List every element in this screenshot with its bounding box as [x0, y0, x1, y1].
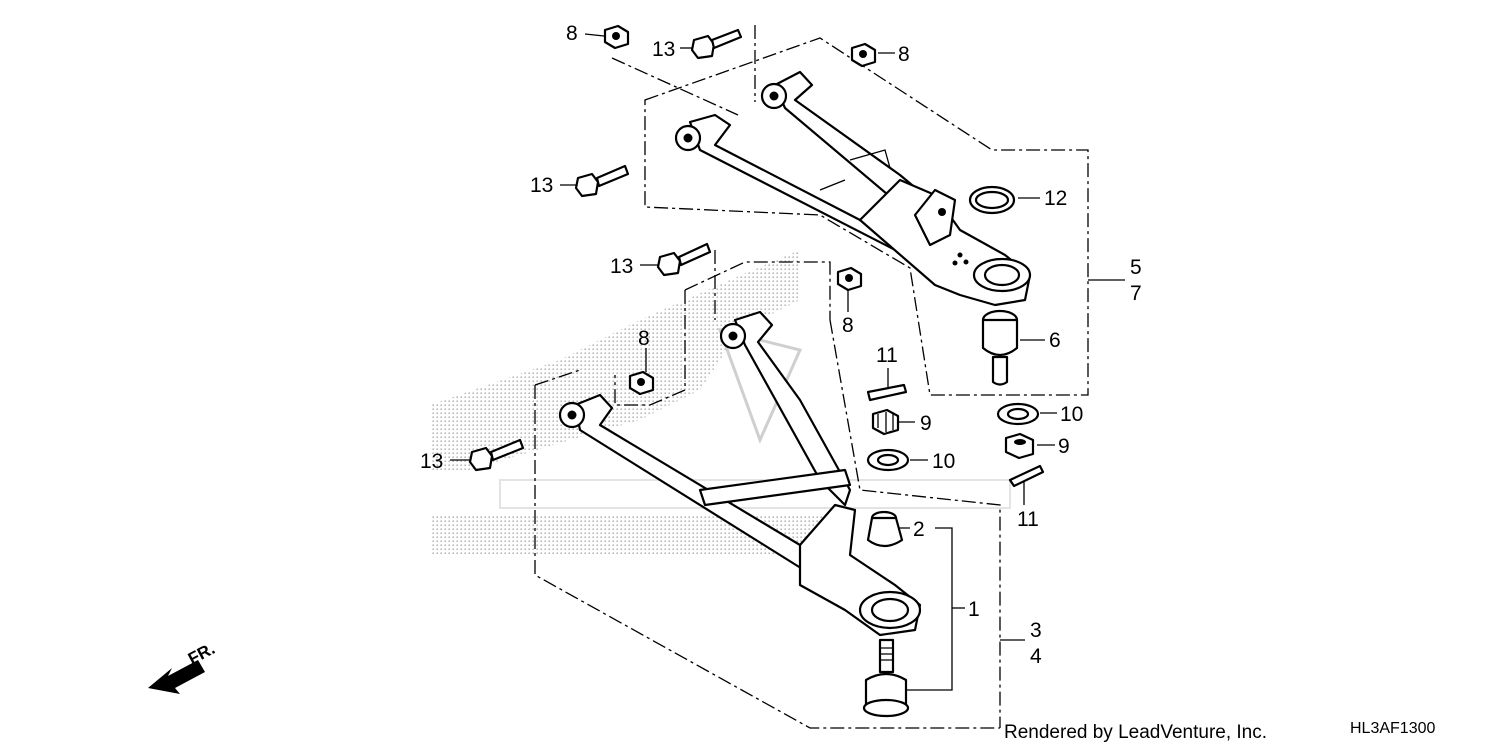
callout-3: 3 — [1030, 619, 1042, 642]
callout-13-upper-arm: 13 — [530, 174, 553, 197]
callout-7: 7 — [1130, 282, 1142, 305]
washer-10-right — [996, 402, 1040, 426]
callout-9-right: 9 — [1058, 435, 1070, 458]
lower-control-arm — [558, 310, 922, 637]
callout-10-right: 10 — [1060, 403, 1083, 426]
callout-1: 1 — [968, 598, 980, 621]
callout-9-left: 9 — [920, 412, 932, 435]
callout-11-left: 11 — [876, 344, 898, 367]
front-direction-arrow-icon — [148, 660, 205, 694]
bolt-13-lower-left — [468, 438, 525, 472]
render-credit: Rendered by LeadVenture, Inc. — [1004, 722, 1267, 743]
diagram-code: HL3AF1300 — [1350, 720, 1435, 737]
callout-8-top-left: 8 — [566, 22, 578, 45]
bolt-13-lower-top — [656, 242, 712, 277]
nut-8-lower-left — [628, 370, 655, 396]
callout-8-lower-right: 8 — [842, 314, 854, 337]
callout-12: 12 — [1044, 187, 1067, 210]
leader-lines — [450, 33, 1125, 691]
callout-5: 5 — [1130, 256, 1142, 279]
boot-2 — [866, 510, 904, 548]
cotter-pin-11-right — [1008, 464, 1045, 488]
cotter-pin-11-left — [866, 383, 908, 402]
nut-8-lower-right — [836, 266, 863, 292]
ball-joint-6 — [981, 309, 1019, 386]
nut-8-top-left — [603, 24, 630, 50]
grouping-lines — [534, 25, 1089, 729]
callout-13-lower-top: 13 — [610, 255, 633, 278]
nut-8-top-right — [850, 42, 877, 68]
callout-8-lower-left: 8 — [638, 327, 650, 350]
callout-13-top: 13 — [652, 38, 675, 61]
castle-nut-9-right — [1004, 432, 1035, 460]
bolt-13-upper-arm — [574, 164, 630, 198]
ball-joint-1 — [862, 638, 910, 718]
callout-6: 6 — [1049, 329, 1061, 352]
callout-4: 4 — [1030, 645, 1042, 668]
callout-11-right: 11 — [1017, 508, 1039, 531]
callout-2: 2 — [913, 518, 925, 541]
front-direction-label: FR. — [185, 639, 218, 669]
upper-control-arm — [674, 70, 1032, 307]
callout-10-left: 10 — [932, 450, 955, 473]
snap-ring-12 — [968, 185, 1016, 215]
castle-nut-9-left — [871, 408, 900, 436]
callout-labels: 8 13 8 13 12 5 7 6 13 8 8 11 9 10 10 9 1… — [420, 22, 1142, 668]
callout-8-top-right: 8 — [898, 43, 910, 66]
washer-10-left — [866, 448, 910, 472]
bolt-13-top — [690, 28, 743, 60]
watermark-logo — [430, 250, 1011, 555]
callout-13-lower-left: 13 — [420, 450, 443, 473]
